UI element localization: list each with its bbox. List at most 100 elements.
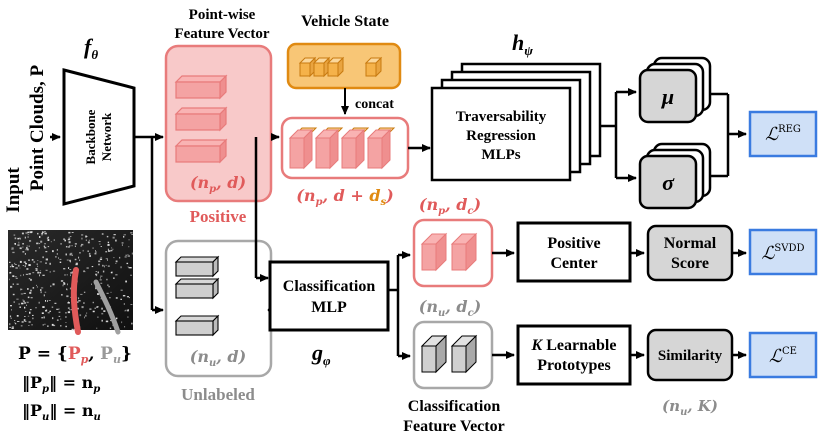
point-cloud-dot — [110, 320, 112, 322]
point-cloud-dot — [22, 243, 24, 245]
point-cloud-dot — [79, 252, 81, 254]
point-cloud-dot — [9, 315, 12, 318]
point-cloud-dot — [15, 277, 18, 279]
positive-label: Positive — [190, 207, 247, 226]
point-cloud-dot — [81, 306, 84, 309]
point-cloud-dot — [60, 325, 62, 327]
point-cloud-dot — [38, 301, 40, 304]
point-cloud-dot — [28, 264, 31, 266]
feature-vector-title-line2: Feature Vector — [174, 26, 269, 42]
point-cloud-dot — [130, 274, 132, 276]
point-cloud-dot — [21, 232, 24, 235]
point-cloud-dot — [20, 288, 23, 290]
point-cloud-dot — [28, 325, 30, 326]
point-cloud-dot — [42, 274, 45, 276]
point-cloud-dot — [111, 248, 114, 250]
point-cloud-dot — [98, 260, 101, 263]
point-cloud-dot — [85, 239, 87, 241]
classification-symbol: gφ — [311, 340, 331, 368]
point-cloud-dot — [83, 271, 86, 273]
point-cloud-dot — [9, 323, 11, 326]
point-cloud-dot — [105, 258, 108, 260]
normal-score-line2: Score — [671, 255, 709, 272]
point-cloud-dot — [92, 301, 94, 304]
point-cloud-dot — [14, 322, 16, 324]
point-cloud-dot — [125, 309, 127, 311]
point-cloud-dot — [37, 271, 39, 274]
point-cloud-dot — [9, 272, 12, 274]
mu-output-stack: μ — [638, 56, 712, 124]
point-cloud-dot — [87, 241, 90, 244]
point-cloud-dot — [12, 293, 15, 296]
point-cloud-dot — [86, 267, 89, 269]
point-cloud-dot — [105, 320, 109, 323]
point-cloud-dot — [40, 287, 44, 289]
point-cloud-dot — [47, 239, 50, 241]
point-cloud-dot — [23, 292, 26, 294]
point-cloud-dot — [96, 327, 98, 329]
point-cloud-dot — [109, 297, 111, 299]
point-cloud-dot — [56, 249, 58, 251]
point-cloud-dot — [115, 274, 118, 276]
point-cloud-dot — [12, 275, 15, 277]
point-cloud-dot — [91, 283, 92, 285]
point-cloud-dot — [53, 324, 56, 327]
point-cloud-dot — [11, 248, 14, 250]
similarity-label: Similarity — [658, 348, 723, 364]
point-cloud-dot — [130, 304, 133, 305]
point-cloud-dot — [36, 284, 37, 286]
point-cloud-dot — [94, 307, 96, 309]
point-cloud-dot — [84, 316, 85, 319]
point-cloud-dot — [44, 291, 47, 293]
point-cloud-dot — [108, 243, 110, 246]
positive-path-mark — [70, 267, 81, 335]
point-cloud-dot — [11, 326, 14, 329]
point-cloud-dot — [19, 260, 22, 263]
point-cloud-dot — [42, 324, 44, 326]
point-cloud-dot — [26, 268, 29, 270]
point-cloud-dot — [43, 231, 46, 233]
point-cloud-dot — [83, 302, 85, 304]
point-cloud-dot — [45, 258, 48, 261]
point-cloud-dot — [100, 256, 103, 258]
point-cloud-dot — [101, 307, 103, 310]
point-cloud-dot — [123, 303, 125, 305]
normal-score-line1: Normal — [664, 235, 717, 252]
point-cloud-dot — [19, 237, 21, 239]
point-cloud-dot — [69, 253, 72, 256]
point-cloud-dot — [50, 285, 52, 287]
ce-feature-line1: Classification — [408, 398, 501, 415]
point-cloud-dot — [37, 265, 39, 267]
ce-dims: (nu, dc) — [419, 297, 481, 319]
point-cloud-dot — [130, 232, 133, 234]
point-cloud-dot — [79, 259, 81, 261]
point-cloud-dot — [9, 278, 10, 281]
point-cloud-dot — [121, 244, 123, 246]
point-cloud-dot — [38, 247, 40, 249]
point-cloud-dot — [123, 235, 125, 238]
loss-svdd-box: ℒSVDD — [748, 228, 818, 276]
point-cloud-dot — [45, 262, 47, 264]
point-cloud-dot — [63, 268, 66, 270]
point-cloud-dot — [40, 289, 42, 291]
point-cloud-dot — [65, 312, 67, 314]
point-cloud-dot — [103, 310, 106, 312]
point-cloud-dot — [46, 309, 48, 311]
point-cloud-dot — [39, 270, 42, 272]
point-cloud-dot — [115, 297, 118, 299]
point-cloud-dot — [41, 234, 43, 236]
point-cloud-dot — [41, 231, 45, 233]
point-cloud-dot — [69, 260, 71, 263]
point-cloud-dot — [91, 238, 94, 240]
point-cloud-dot — [47, 325, 49, 327]
point-cloud-dot — [71, 245, 73, 247]
point-cloud-dot — [19, 306, 21, 308]
point-cloud-dot — [29, 291, 32, 294]
regression-mlp-stack: Traversability Regression MLPs — [430, 62, 602, 182]
point-cloud-dot — [109, 250, 112, 252]
point-cloud-dot — [113, 277, 115, 279]
point-cloud-dot — [66, 295, 69, 298]
point-cloud-dot — [44, 232, 47, 235]
point-cloud-dot — [107, 248, 109, 251]
point-cloud-dot — [74, 243, 77, 245]
